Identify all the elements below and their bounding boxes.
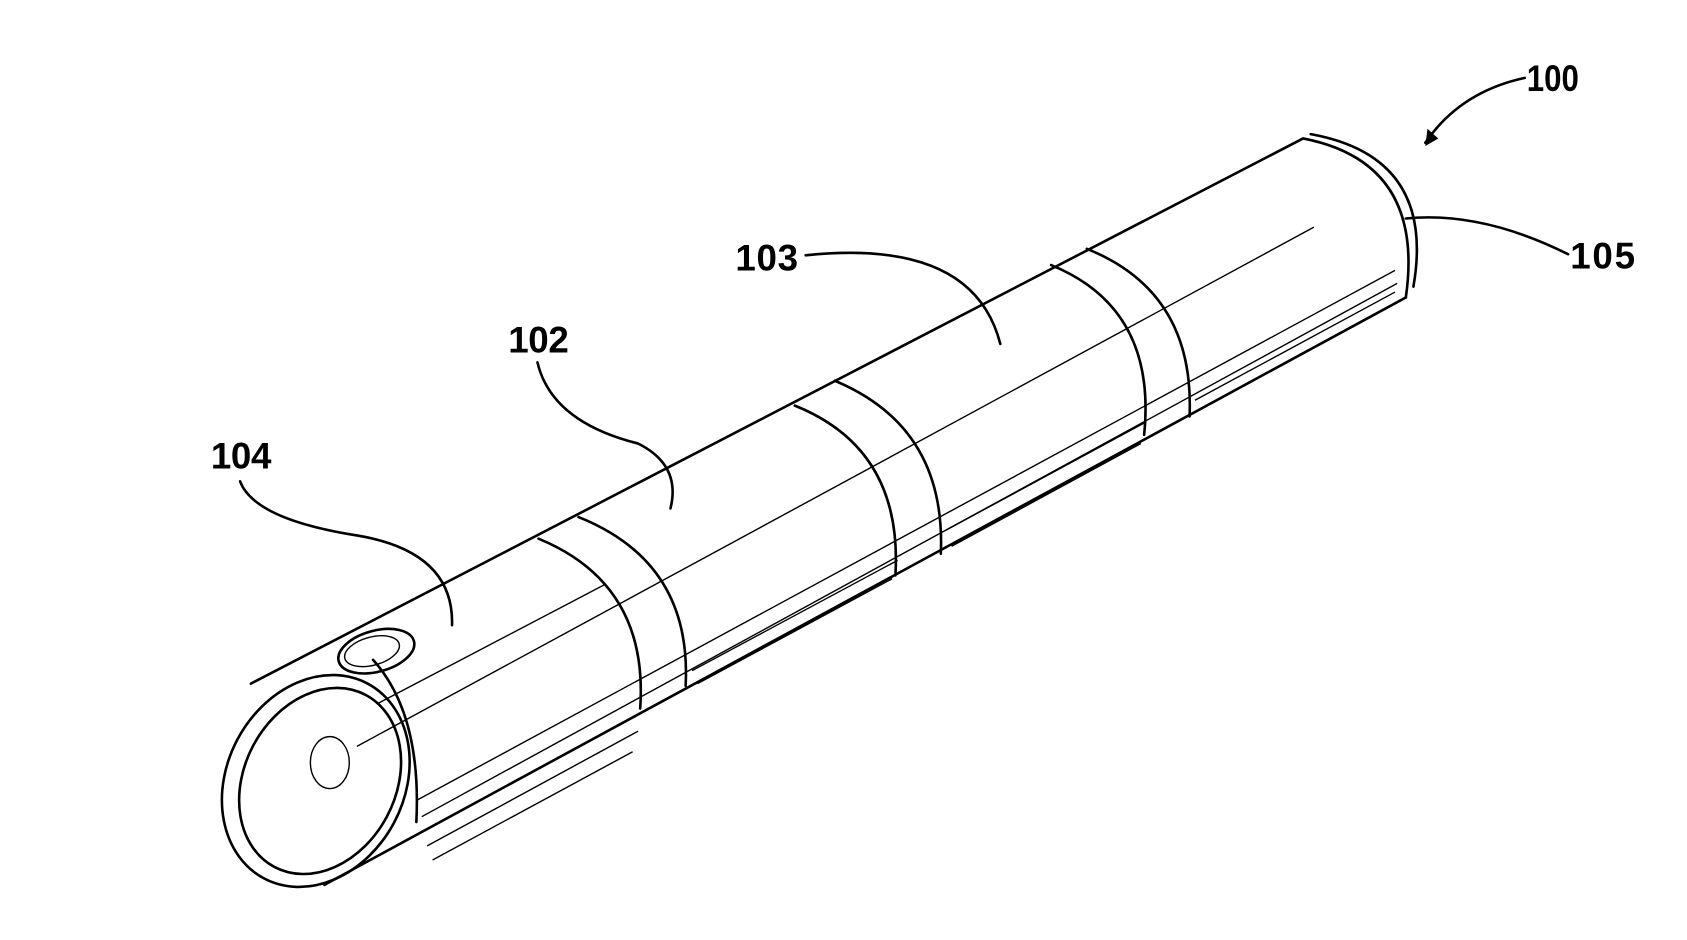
leader-lines bbox=[240, 78, 1568, 625]
label-104: 104 bbox=[211, 435, 272, 476]
cylinder-body bbox=[251, 138, 1406, 884]
lens-icon bbox=[310, 737, 349, 789]
bands bbox=[539, 249, 1190, 709]
label-103: 103 bbox=[735, 237, 798, 278]
right-end-cap bbox=[1303, 134, 1417, 297]
left-end bbox=[186, 642, 446, 920]
label-105: 105 bbox=[1570, 235, 1635, 276]
label-102: 102 bbox=[508, 320, 569, 361]
label-100: 100 bbox=[1527, 59, 1579, 100]
button bbox=[333, 621, 419, 681]
